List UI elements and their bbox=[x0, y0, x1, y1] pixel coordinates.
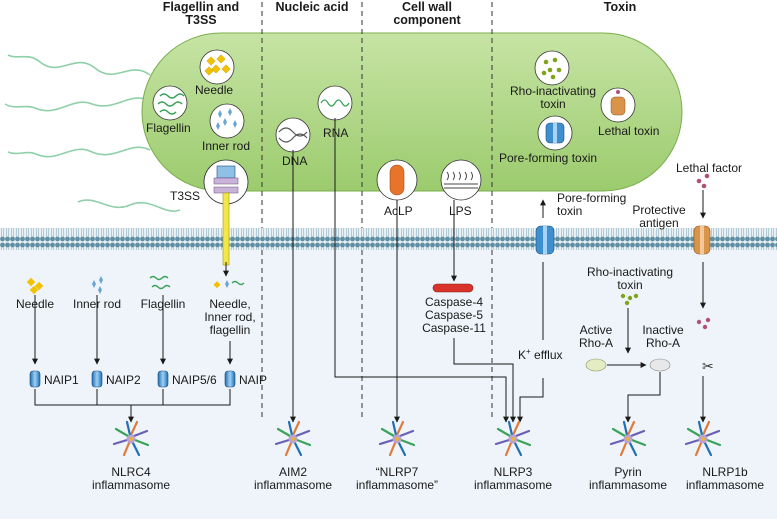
pyrin-inflammasome-icon bbox=[609, 420, 647, 458]
cytosol-background bbox=[0, 250, 777, 519]
label-caspases: Caspase-4 Caspase-5 Caspase-11 bbox=[422, 295, 486, 335]
cytosol-inner-rod-icon bbox=[92, 276, 103, 294]
cytosol-needle-icon bbox=[26, 277, 44, 295]
label-nlrc4-inflammasome: NLRC4 inflammasome bbox=[91, 465, 171, 492]
label-naip56: NAIP5/6 bbox=[172, 373, 217, 387]
label-naip1: NAIP1 bbox=[44, 373, 79, 387]
label-rna: RNA bbox=[323, 126, 349, 140]
label-naip: NAIP bbox=[239, 373, 268, 387]
naip-bracket bbox=[34, 389, 231, 406]
cytosol-flagellin-icon bbox=[149, 275, 171, 290]
inner-rod-icon bbox=[216, 108, 237, 130]
label-pore-forming-toxin-extracellular: Pore-forming toxin bbox=[557, 191, 627, 218]
arrow-caspase-nlrp3 bbox=[453, 338, 516, 423]
lps-icon bbox=[444, 171, 478, 189]
aim2-inflammasome-icon bbox=[274, 420, 312, 458]
label-flagellin: Flagellin bbox=[146, 121, 191, 135]
label-nlrp1b-inflammasome: NLRP1b inflammasome bbox=[685, 465, 765, 492]
protective-antigen-icon bbox=[693, 225, 711, 255]
label-t3ss: T3SS bbox=[170, 189, 201, 203]
cytosol-rho-toxin-icon bbox=[620, 293, 639, 306]
label-active-rhoa: Active Rho-A bbox=[578, 323, 614, 350]
arrow-k-nlrp3 bbox=[517, 378, 544, 423]
arrow-rhoa-pyrin bbox=[625, 372, 661, 423]
label-cytosol-rho-toxin: Rho-inactivating toxin bbox=[586, 265, 674, 292]
naip56-shape bbox=[157, 370, 169, 388]
label-lethal-toxin: Lethal toxin bbox=[598, 124, 660, 138]
header-flagellin-t3ss: Flagellin and T3SS bbox=[162, 0, 240, 27]
label-nlrp3-inflammasome: NLRP3 inflammasome bbox=[473, 465, 553, 492]
naip1-shape bbox=[29, 370, 41, 388]
pore-forming-toxin-icon bbox=[545, 122, 565, 144]
label-aim2-inflammasome: AIM2 inflammasome bbox=[253, 465, 333, 492]
label-aclp: AcLP bbox=[384, 204, 413, 218]
label-needle: Needle bbox=[195, 83, 234, 97]
nlrp3-inflammasome-icon bbox=[494, 420, 532, 458]
arrow-rna-nlrp3 bbox=[334, 118, 509, 423]
label-lps: LPS bbox=[449, 204, 472, 218]
needle-icon bbox=[204, 54, 231, 76]
label-dna: DNA bbox=[282, 154, 308, 168]
pore-forming-toxin-membrane-icon bbox=[535, 225, 555, 255]
header-toxin: Toxin bbox=[603, 0, 637, 14]
lethal-toxin-icon bbox=[610, 90, 626, 116]
scissors-icon: ✂ bbox=[702, 359, 714, 375]
column-dividers bbox=[261, 2, 493, 420]
inactive-rhoa-icon bbox=[649, 358, 671, 372]
rho-inactivating-toxin-icon bbox=[541, 57, 562, 80]
label-cytosol-needle: Needle bbox=[15, 297, 55, 311]
label-cytosol-needle-rod-flagellin: Needle, Inner rod, flagellin bbox=[204, 297, 256, 337]
label-nlrp7-inflammasome: “NLRP7 inflammasome” bbox=[355, 465, 439, 492]
label-naip2: NAIP2 bbox=[106, 373, 141, 387]
t3ss-icon bbox=[213, 165, 239, 266]
header-nucleic-acid: Nucleic acid bbox=[275, 0, 349, 14]
naip-shape bbox=[224, 370, 236, 388]
label-protective-antigen: Protective antigen bbox=[632, 203, 686, 230]
flagellin-icon bbox=[157, 93, 185, 115]
header-cell-wall: Cell wall component bbox=[393, 0, 461, 27]
caspase-icon bbox=[432, 283, 474, 293]
host-cell-membrane bbox=[0, 228, 777, 250]
lps-circle-icon bbox=[440, 159, 482, 201]
label-lethal-factor: Lethal factor bbox=[676, 161, 743, 175]
nlrp7-inflammasome-icon bbox=[378, 420, 416, 458]
cytosol-mixed-ligand-icon bbox=[213, 280, 245, 289]
rho-toxin-circle-icon bbox=[534, 50, 570, 86]
label-cytosol-flagellin: Flagellin bbox=[140, 297, 186, 311]
label-inner-rod: Inner rod bbox=[202, 139, 251, 153]
nlrc4-inflammasome-icon bbox=[112, 420, 150, 458]
inner-rod-circle-icon bbox=[209, 103, 245, 139]
flagella bbox=[4, 54, 181, 212]
label-k-efflux: K+ efflux bbox=[518, 347, 563, 362]
dna-circle-icon bbox=[275, 117, 311, 153]
dna-icon bbox=[278, 127, 308, 143]
rna-icon bbox=[320, 99, 350, 107]
label-inactive-rhoa: Inactive Rho-A bbox=[642, 323, 684, 350]
label-pyrin-inflammasome: Pyrin inflammasome bbox=[588, 465, 668, 492]
nlrp1b-inflammasome-icon bbox=[684, 420, 722, 458]
naip2-shape bbox=[91, 370, 103, 388]
aclp-icon bbox=[389, 164, 405, 196]
label-pore-forming-toxin: Pore-forming toxin bbox=[499, 151, 598, 165]
active-rhoa-icon bbox=[585, 358, 607, 372]
label-cytosol-inner-rod: Inner rod bbox=[72, 297, 122, 311]
lethal-factor-icon bbox=[696, 173, 710, 189]
cytosol-lethal-factor-icon bbox=[696, 317, 711, 330]
label-rho-inactivating-toxin: Rho-inactivating toxin bbox=[509, 84, 597, 111]
